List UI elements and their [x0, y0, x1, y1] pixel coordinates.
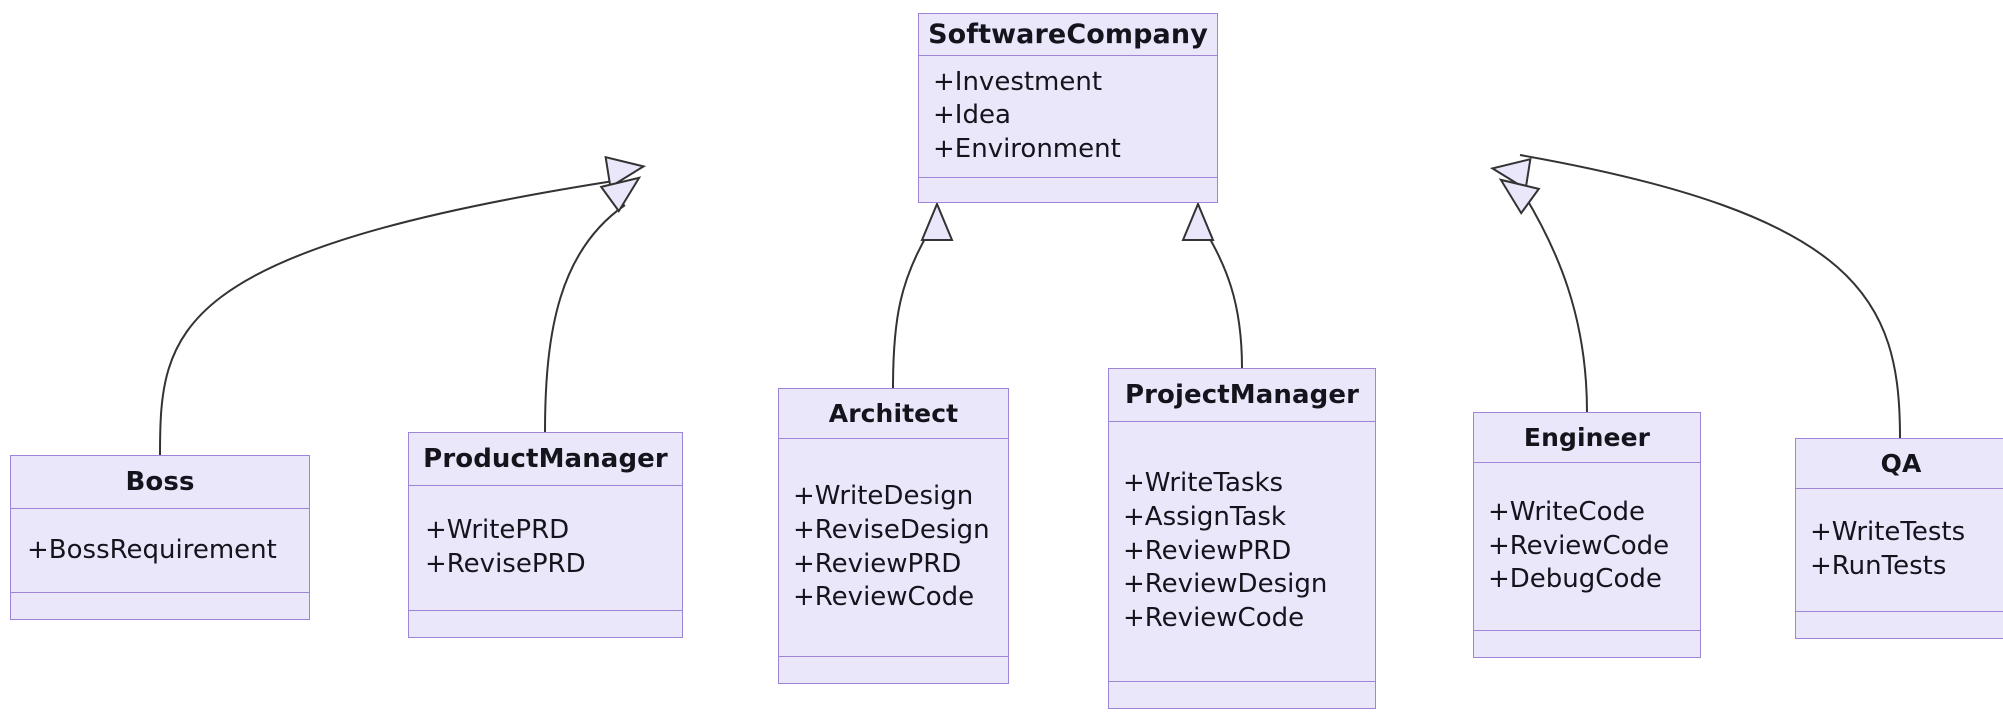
class-box-project-manager[interactable]: ProjectManager+WriteTasks+AssignTask+Rev… [1108, 368, 1376, 709]
class-name-boss: Boss [11, 456, 309, 509]
class-attribute: +AssignTask [1123, 501, 1286, 532]
generalization-arrow-boss [604, 155, 647, 189]
class-attributes-product-manager: +WritePRD+RevisePRD [409, 486, 682, 611]
class-box-product-manager[interactable]: ProductManager+WritePRD+RevisePRD [408, 432, 683, 638]
class-name-engineer: Engineer [1474, 413, 1700, 463]
class-methods-boss [11, 593, 309, 619]
class-name-software-company: SoftwareCompany [919, 14, 1217, 56]
class-attribute: +WritePRD [425, 515, 570, 546]
generalization-arrow-projectmanager [1181, 201, 1215, 241]
class-attribute: +WriteDesign [793, 480, 974, 511]
class-attribute: +WriteCode [1488, 496, 1645, 527]
class-attribute: +ReviewCode [1123, 603, 1305, 634]
class-attributes-boss: +BossRequirement [11, 509, 309, 593]
class-methods-product-manager [409, 611, 682, 637]
class-attributes-engineer: +WriteCode+ReviewCode+DebugCode [1474, 463, 1700, 631]
class-name-project-manager: ProjectManager [1109, 369, 1375, 422]
class-attribute: +RunTests [1810, 551, 1947, 581]
class-box-engineer[interactable]: Engineer+WriteCode+ReviewCode+DebugCode [1473, 412, 1701, 658]
class-attribute: +WriteTests [1810, 517, 1966, 548]
class-attribute: +RevisePRD [425, 549, 586, 579]
class-methods-project-manager [1109, 682, 1375, 708]
class-attribute: +DebugCode [1488, 564, 1662, 595]
class-attribute: +Investment [933, 66, 1103, 97]
class-attribute: +Environment [933, 134, 1121, 165]
class-attribute: +ReviseDesign [793, 514, 990, 545]
class-attribute: +Idea [933, 100, 1011, 131]
class-attributes-qa: +WriteTests+RunTests [1796, 489, 2003, 612]
class-attribute: +ReviewCode [1488, 530, 1670, 561]
class-methods-architect [779, 657, 1008, 683]
class-box-software-company[interactable]: SoftwareCompany+Investment+Idea+Environm… [918, 13, 1218, 203]
class-attribute: +ReviewDesign [1123, 569, 1328, 600]
generalization-arrow-engineer [1489, 157, 1532, 191]
generalization-arrow-architect [920, 201, 954, 241]
edge-architect-to-software-company [892, 229, 931, 389]
class-name-product-manager: ProductManager [409, 433, 682, 486]
class-box-boss[interactable]: Boss +BossRequirement [10, 455, 310, 620]
class-attributes-software-company: +Investment+Idea+Environment [919, 56, 1217, 178]
class-attribute: +ReviewCode [793, 582, 975, 613]
class-methods-software-company [919, 178, 1217, 202]
class-name-qa: QA [1796, 439, 2003, 489]
generalization-arrow-productmanager [599, 176, 642, 213]
class-attribute: +ReviewPRD [1123, 535, 1292, 566]
edge-project-manager-to-software-company [1204, 229, 1243, 369]
class-box-qa[interactable]: QA+WriteTests+RunTests [1795, 438, 2003, 639]
class-attributes-architect: +WriteDesign+ReviseDesign+ReviewPRD+Revi… [779, 439, 1008, 657]
class-methods-engineer [1474, 631, 1700, 657]
class-attribute: +ReviewPRD [793, 548, 962, 579]
class-name-architect: Architect [779, 389, 1008, 439]
class-box-architect[interactable]: Architect+WriteDesign+ReviseDesign+Revie… [778, 388, 1009, 684]
class-methods-qa [1796, 612, 2003, 638]
generalization-arrow-qa [1498, 178, 1541, 215]
edge-qa-to-software-company [1519, 154, 1901, 439]
edge-engineer-to-software-company [1514, 179, 1588, 413]
class-attribute: +BossRequirement [27, 534, 277, 565]
class-attributes-project-manager: +WriteTasks+AssignTask+ReviewPRD+ReviewD… [1109, 422, 1375, 682]
edge-product-manager-to-software-company [544, 204, 626, 433]
class-attribute: +WriteTasks [1123, 468, 1284, 498]
edge-boss-to-software-company [159, 179, 621, 456]
